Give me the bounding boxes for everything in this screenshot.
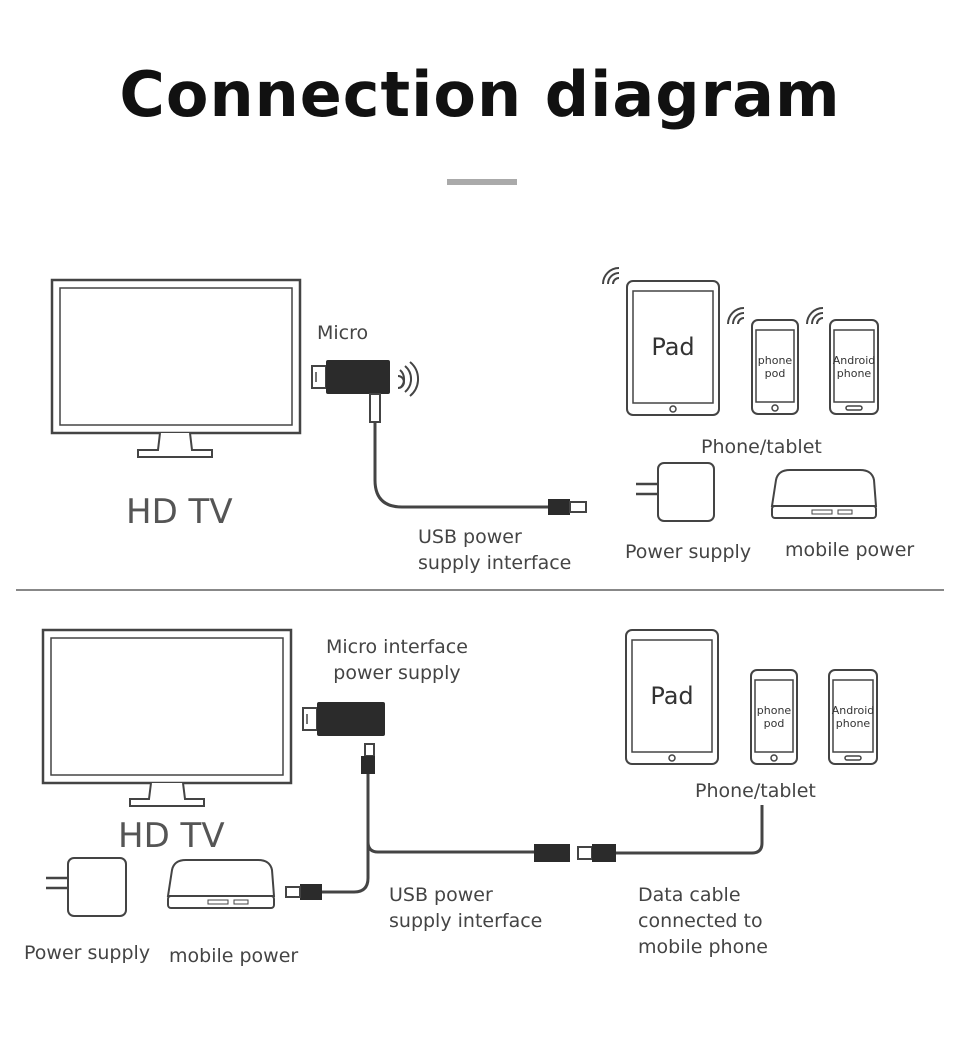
top-cable-label: USB power supply interface [418, 526, 572, 574]
bottom-usb-plug-left-icon [285, 884, 322, 900]
bottom-pad-label: Pad [650, 682, 694, 710]
bottom-data-cable [616, 805, 764, 855]
top-smartphone-icon [751, 319, 799, 415]
top-dongle-label: Micro [317, 322, 369, 344]
top-usb-cable [373, 422, 548, 509]
page-title: Connection diagram [119, 58, 841, 131]
bottom-smartphone-icon [750, 669, 798, 765]
bottom-hdmi-dongle-icon [302, 702, 385, 774]
top-tv-icon [50, 278, 302, 458]
top-pad-label: Pad [651, 333, 695, 361]
bottom-usb-cable-right [366, 800, 534, 854]
bottom-android-phone-icon [828, 669, 878, 765]
bottom-power-bank-icon [166, 859, 276, 909]
bottom-wall-charger-icon [46, 857, 127, 917]
top-tablet-wifi-icon [602, 267, 620, 285]
top-hdmi-dongle-icon [311, 360, 390, 423]
bottom-dongle-label: Micro interface power supply [326, 636, 468, 684]
bottom-tv-icon [41, 628, 293, 807]
top-power-bank-icon [770, 469, 878, 519]
top-phone1-wifi-icon [727, 307, 745, 325]
top-android-phone-icon [829, 319, 879, 415]
top-tv-label: HD TV [126, 492, 233, 532]
top-phone1-label: phone pod [757, 354, 793, 380]
bottom-tablet-icon [625, 629, 719, 765]
bottom-usb-cable-left [322, 774, 370, 894]
top-mobile-power-label: mobile power [785, 539, 915, 561]
bottom-phone1-label: phone pod [756, 704, 792, 730]
top-usb-plug-icon [548, 499, 587, 515]
bottom-data-cable-label: Data cable connected to mobile phone [638, 884, 768, 958]
top-devices-caption: Phone/tablet [701, 436, 822, 458]
top-power-supply-label: Power supply [625, 541, 752, 563]
bottom-usb-socket-icon [534, 844, 570, 862]
top-dongle-signal-icon [399, 361, 420, 397]
bottom-cable-label: USB power supply interface [389, 884, 543, 932]
top-phone2-wifi-icon [806, 307, 824, 325]
bottom-usb-plug-right-icon [577, 844, 616, 862]
top-tablet-icon [626, 280, 720, 416]
title-underline [447, 179, 517, 185]
top-phone2-label: Android phone [832, 354, 876, 380]
bottom-mobile-power-label: mobile power [169, 945, 299, 967]
bottom-devices-caption: Phone/tablet [695, 780, 816, 802]
bottom-power-supply-label: Power supply [24, 942, 151, 964]
bottom-phone2-label: Android phone [831, 704, 875, 730]
top-wall-charger-icon [636, 462, 715, 522]
bottom-tv-label: HD TV [118, 816, 225, 856]
